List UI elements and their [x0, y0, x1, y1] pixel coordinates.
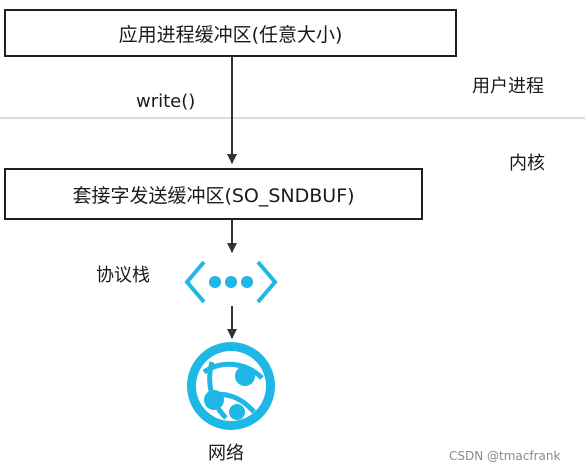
send-buffer-box: 套接字发送缓冲区(SO_SNDBUF)	[4, 168, 423, 220]
write-call-label: write()	[136, 91, 196, 112]
kernel-label: 内核	[509, 153, 545, 174]
user-process-label: 用户进程	[472, 76, 544, 97]
protocol-stack-icon	[184, 260, 278, 304]
protocol-stack-label: 协议栈	[96, 265, 150, 286]
globe-network-icon	[187, 342, 275, 430]
app-buffer-box: 应用进程缓冲区(任意大小)	[4, 9, 457, 57]
send-buffer-label: 套接字发送缓冲区(SO_SNDBUF)	[72, 184, 355, 207]
network-label: 网络	[208, 443, 244, 464]
app-buffer-label: 应用进程缓冲区(任意大小)	[118, 23, 343, 46]
watermark: CSDN @tmacfrank	[449, 449, 561, 463]
